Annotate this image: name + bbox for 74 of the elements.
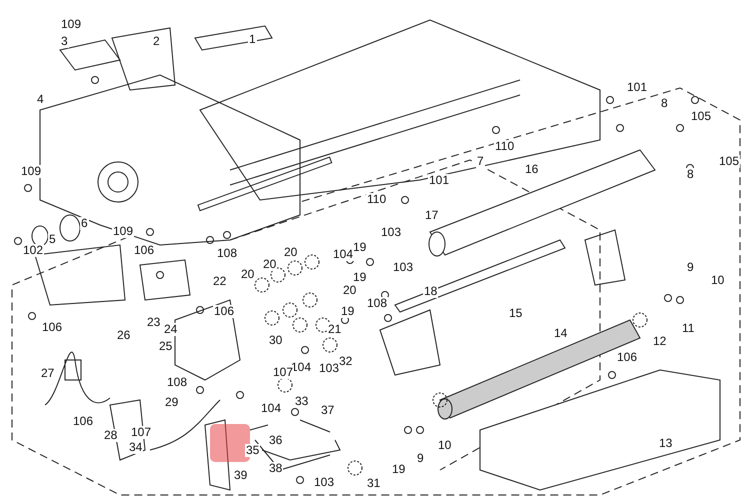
callout-number: 108 xyxy=(216,247,238,260)
callout-number: 7 xyxy=(476,155,485,168)
callout-number: 13 xyxy=(658,437,674,450)
callout-number: 23 xyxy=(146,316,162,329)
callout-number: 103 xyxy=(318,362,340,375)
callout-number: 9 xyxy=(416,452,425,465)
callout-number: 103 xyxy=(313,476,336,489)
callout-number: 20 xyxy=(342,284,358,297)
callout-number: 110 xyxy=(366,193,388,206)
callout-number: 33 xyxy=(294,395,310,408)
callout-number: 5 xyxy=(48,233,57,246)
callout-number: 108 xyxy=(366,297,388,310)
callout-number: 106 xyxy=(133,244,156,257)
callout-number: 37 xyxy=(320,404,336,417)
callout-number: 35 xyxy=(245,444,260,457)
callout-number: 1 xyxy=(248,33,257,46)
callout-number: 30 xyxy=(268,334,284,347)
callout-number: 102 xyxy=(22,244,44,257)
callout-number: 101 xyxy=(626,81,648,94)
callout-number: 17 xyxy=(424,209,440,222)
callout-number: 6 xyxy=(80,217,89,230)
callout-number: 19 xyxy=(352,241,368,254)
callout-number: 106 xyxy=(616,351,638,364)
callout-number: 104 xyxy=(332,248,354,261)
callout-number: 15 xyxy=(508,307,524,320)
callout-number: 107 xyxy=(130,426,152,439)
callout-number: 107 xyxy=(272,366,294,379)
callout-number: 12 xyxy=(652,335,668,348)
callout-number: 8 xyxy=(686,168,695,181)
callout-number: 108 xyxy=(166,376,188,389)
callout-number: 28 xyxy=(103,429,118,442)
callout-number: 4 xyxy=(36,93,45,106)
callout-number: 32 xyxy=(338,355,354,368)
callout-number: 10 xyxy=(437,439,452,452)
callout-number: 27 xyxy=(40,367,56,380)
callout-number: 3 xyxy=(60,35,69,48)
callout-number: 106 xyxy=(213,305,236,318)
callout-number: 106 xyxy=(41,321,64,334)
callout-number: 31 xyxy=(366,477,382,490)
callout-number: 104 xyxy=(260,402,282,415)
callout-number: 24 xyxy=(163,323,178,336)
callout-number: 106 xyxy=(72,415,94,428)
callout-number: 20 xyxy=(283,246,298,259)
callout-number: 19 xyxy=(340,305,356,318)
callout-number: 26 xyxy=(116,329,132,342)
callout-number: 34 xyxy=(128,441,144,454)
callout-number: 39 xyxy=(233,469,248,482)
callout-number: 19 xyxy=(391,463,406,476)
callout-number: 10 xyxy=(710,274,726,287)
callout-number: 109 xyxy=(112,225,134,238)
callout-number: 25 xyxy=(158,340,174,353)
callout-number: 109 xyxy=(20,165,42,178)
callout-number: 22 xyxy=(212,275,228,288)
callout-number: 9 xyxy=(686,261,695,274)
callout-number: 105 xyxy=(690,110,712,123)
callout-number: 8 xyxy=(660,97,669,110)
callout-number: 109 xyxy=(60,18,82,31)
callout-number: 36 xyxy=(268,434,284,447)
callout-number: 101 xyxy=(428,174,450,187)
callout-number: 21 xyxy=(327,323,342,336)
callout-number: 16 xyxy=(524,163,540,176)
callout-number: 105 xyxy=(718,155,740,168)
callout-number: 103 xyxy=(380,226,402,239)
callout-number: 2 xyxy=(152,35,161,48)
callout-number: 38 xyxy=(268,462,284,475)
callout-number: 14 xyxy=(553,327,568,340)
callout-number: 110 xyxy=(494,140,516,153)
callout-number: 29 xyxy=(164,396,180,409)
callout-number: 20 xyxy=(262,258,278,271)
callout-number: 11 xyxy=(681,322,696,335)
callout-number: 19 xyxy=(352,271,368,284)
callout-number: 18 xyxy=(423,285,438,298)
callout-number: 103 xyxy=(392,261,414,274)
callout-number: 20 xyxy=(240,268,256,281)
